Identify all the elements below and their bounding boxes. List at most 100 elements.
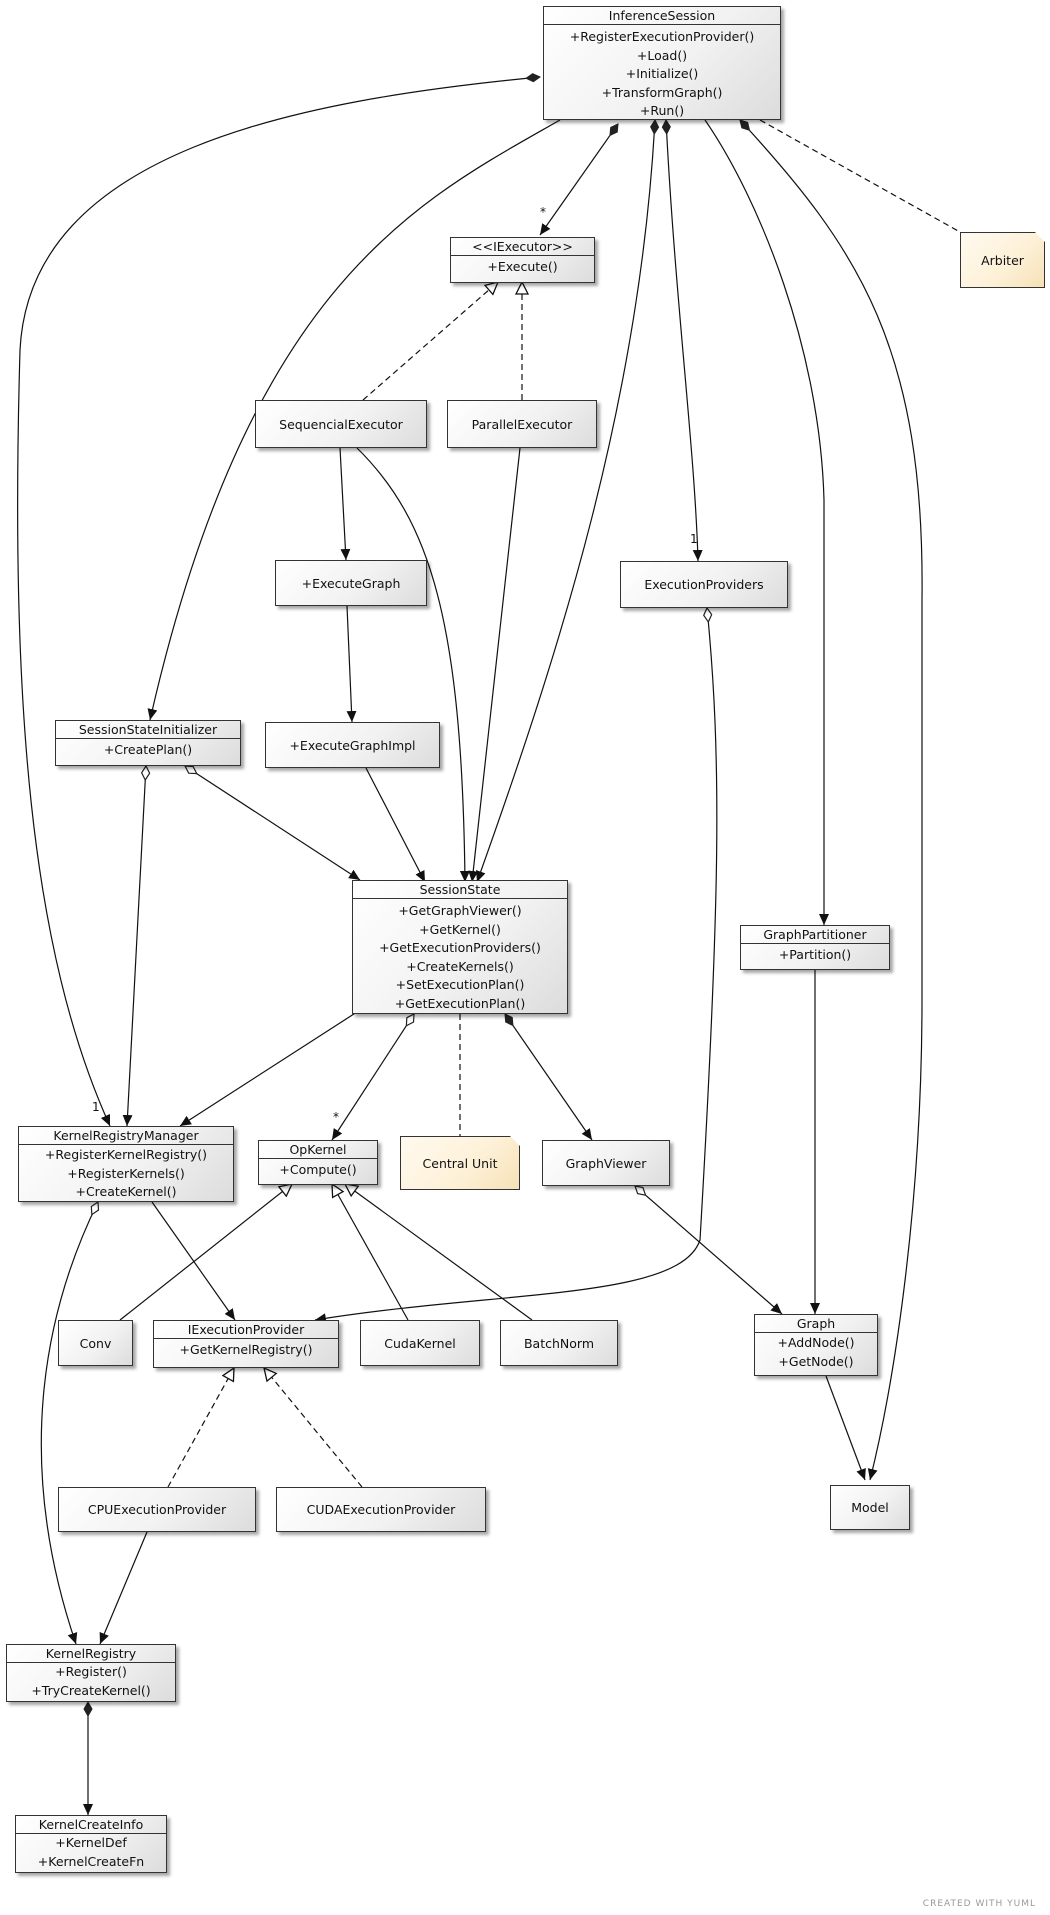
class-cpu-execution-provider: CPUExecutionProvider [58, 1487, 256, 1532]
class-kernel-registry: KernelRegistry +Register() +TryCreateKer… [6, 1644, 176, 1702]
class-name: ExecutionProviders [644, 577, 764, 592]
class-session-state: SessionState +GetGraphViewer() +GetKerne… [352, 880, 568, 1014]
edge-sequencial-sessionstate [356, 447, 470, 883]
class-execute-graph-impl: +ExecuteGraphImpl [265, 722, 440, 768]
multiplicity-kernel-registry-manager: 1 [92, 1100, 100, 1114]
note-text: Central Unit [422, 1155, 498, 1171]
class-name: KernelRegistryManager [19, 1127, 233, 1145]
class-parallel-executor: ParallelExecutor [447, 400, 597, 448]
method: +RegisterExecutionProvider() [569, 29, 755, 44]
edge-session-arbiter [759, 119, 961, 233]
class-session-state-initializer: SessionStateInitializer +CreatePlan() [55, 720, 241, 766]
class-name: OpKernel [259, 1141, 377, 1159]
note-arbiter: Arbiter [960, 232, 1045, 288]
multiplicity-op-kernel: * [333, 1110, 339, 1124]
field: +KernelDef [55, 1835, 127, 1850]
method: +Partition() [778, 947, 852, 962]
edge-cpu-realizes-iexecutionprovider [167, 1368, 234, 1488]
class-name: <<IExecutor>> [451, 238, 594, 256]
class-conv: Conv [58, 1320, 133, 1366]
class-name: CUDAExecutionProvider [306, 1502, 456, 1517]
class-name: +ExecuteGraph [301, 575, 401, 591]
class-iexecution-provider: IExecutionProvider +GetKernelRegistry() [153, 1320, 339, 1368]
method: +GetKernelRegistry() [179, 1342, 313, 1357]
edge-session-krm [17, 73, 542, 1127]
class-name: SessionState [353, 881, 567, 899]
class-graph: Graph +AddNode() +GetNode() [754, 1314, 878, 1376]
field: +KernelCreateFn [37, 1853, 145, 1869]
edge-graphviewer-graph [635, 1186, 783, 1315]
method: +Register() [55, 1664, 127, 1679]
edge-krm-iexecutionprovider [151, 1201, 236, 1321]
class-name: KernelCreateInfo [16, 1816, 166, 1834]
method: +GetExecutionPlan() [394, 995, 526, 1011]
edge-cudakernel-inherits-opkernel [332, 1184, 409, 1321]
method: +CreateKernel() [75, 1184, 177, 1199]
class-execution-providers: ExecutionProviders [620, 561, 788, 608]
class-graph-viewer: GraphViewer [542, 1140, 670, 1186]
edge-ssi-krm [127, 766, 146, 1127]
class-graph-partitioner: GraphPartitioner +Partition() [740, 925, 890, 970]
edge-executegraph-executegraphimpl [346, 605, 357, 723]
method: +GetNode() [778, 1353, 854, 1369]
edge-krm-kernelregistry [40, 1202, 98, 1645]
class-name: ParallelExecutor [471, 416, 573, 432]
class-sequencial-executor: SequencialExecutor [255, 400, 427, 448]
class-batch-norm: BatchNorm [500, 1320, 618, 1366]
method: +CreatePlan() [103, 742, 193, 757]
class-name: IExecutionProvider [154, 1321, 338, 1339]
edge-session-executionproviders [661, 118, 703, 562]
method: +Run() [639, 103, 685, 118]
edge-graph-model [825, 1375, 866, 1481]
class-iexecutor: <<IExecutor>> +Execute() [450, 237, 595, 283]
class-name: CPUExecutionProvider [87, 1502, 227, 1517]
multiplicity-execution-providers: 1 [690, 532, 698, 546]
method: +TryCreateKernel() [31, 1682, 151, 1698]
edge-cuda-realizes-iexecutionprovider [264, 1368, 363, 1488]
edge-executionproviders-iexecutionprovider [314, 608, 718, 1320]
note-central-unit: Central Unit [400, 1136, 520, 1190]
class-kernel-registry-manager: KernelRegistryManager +RegisterKernelReg… [18, 1126, 234, 1202]
class-name: CudaKernel [384, 1335, 456, 1351]
class-name: BatchNorm [523, 1335, 595, 1351]
edge-parallel-sessionstate [468, 447, 521, 883]
class-name: KernelRegistry [7, 1645, 175, 1663]
multiplicity-iexecutor: * [540, 205, 546, 219]
method: +GetKernel() [419, 921, 501, 937]
class-name: Graph [755, 1315, 877, 1333]
class-model: Model [830, 1485, 910, 1530]
class-name: GraphViewer [565, 1155, 647, 1171]
class-op-kernel: OpKernel +Compute() [258, 1140, 378, 1185]
method: +Execute() [487, 259, 558, 274]
class-name: SessionStateInitializer [56, 721, 240, 739]
class-cuda-execution-provider: CUDAExecutionProvider [276, 1487, 486, 1532]
method: +RegisterKernels() [67, 1165, 185, 1181]
class-name: +ExecuteGraphImpl [289, 737, 416, 753]
edge-cpu-kernelregistry [99, 1531, 148, 1645]
method: +AddNode() [777, 1335, 855, 1350]
class-name: InferenceSession [544, 7, 780, 25]
edge-batchnorm-inherits-opkernel [345, 1184, 533, 1321]
edge-sessionstate-opkernel [331, 1014, 414, 1141]
method: +CreateKernels() [406, 958, 514, 974]
class-name: Model [851, 1500, 889, 1515]
class-execute-graph: +ExecuteGraph [275, 560, 427, 606]
class-name: SequencialExecutor [279, 416, 403, 432]
method: +GetGraphViewer() [398, 903, 522, 918]
method: +TransformGraph() [601, 84, 723, 100]
note-text: Arbiter [981, 252, 1024, 268]
method: +RegisterKernelRegistry() [44, 1147, 208, 1162]
class-cuda-kernel: CudaKernel [360, 1320, 480, 1366]
edge-session-model [739, 119, 923, 1481]
edge-conv-inherits-opkernel [119, 1184, 292, 1321]
edge-session-graphpartitioner [704, 119, 829, 925]
edge-sequencial-executegraph [339, 447, 351, 561]
credit-text: CREATED WITH YUML [922, 1899, 1036, 1909]
edge-executegraphimpl-sessionstate [365, 767, 426, 883]
edge-sessionstate-graphviewer [504, 1013, 593, 1141]
method: +Compute() [279, 1162, 357, 1177]
class-name: GraphPartitioner [741, 926, 889, 944]
edge-session-ssi [147, 119, 561, 721]
